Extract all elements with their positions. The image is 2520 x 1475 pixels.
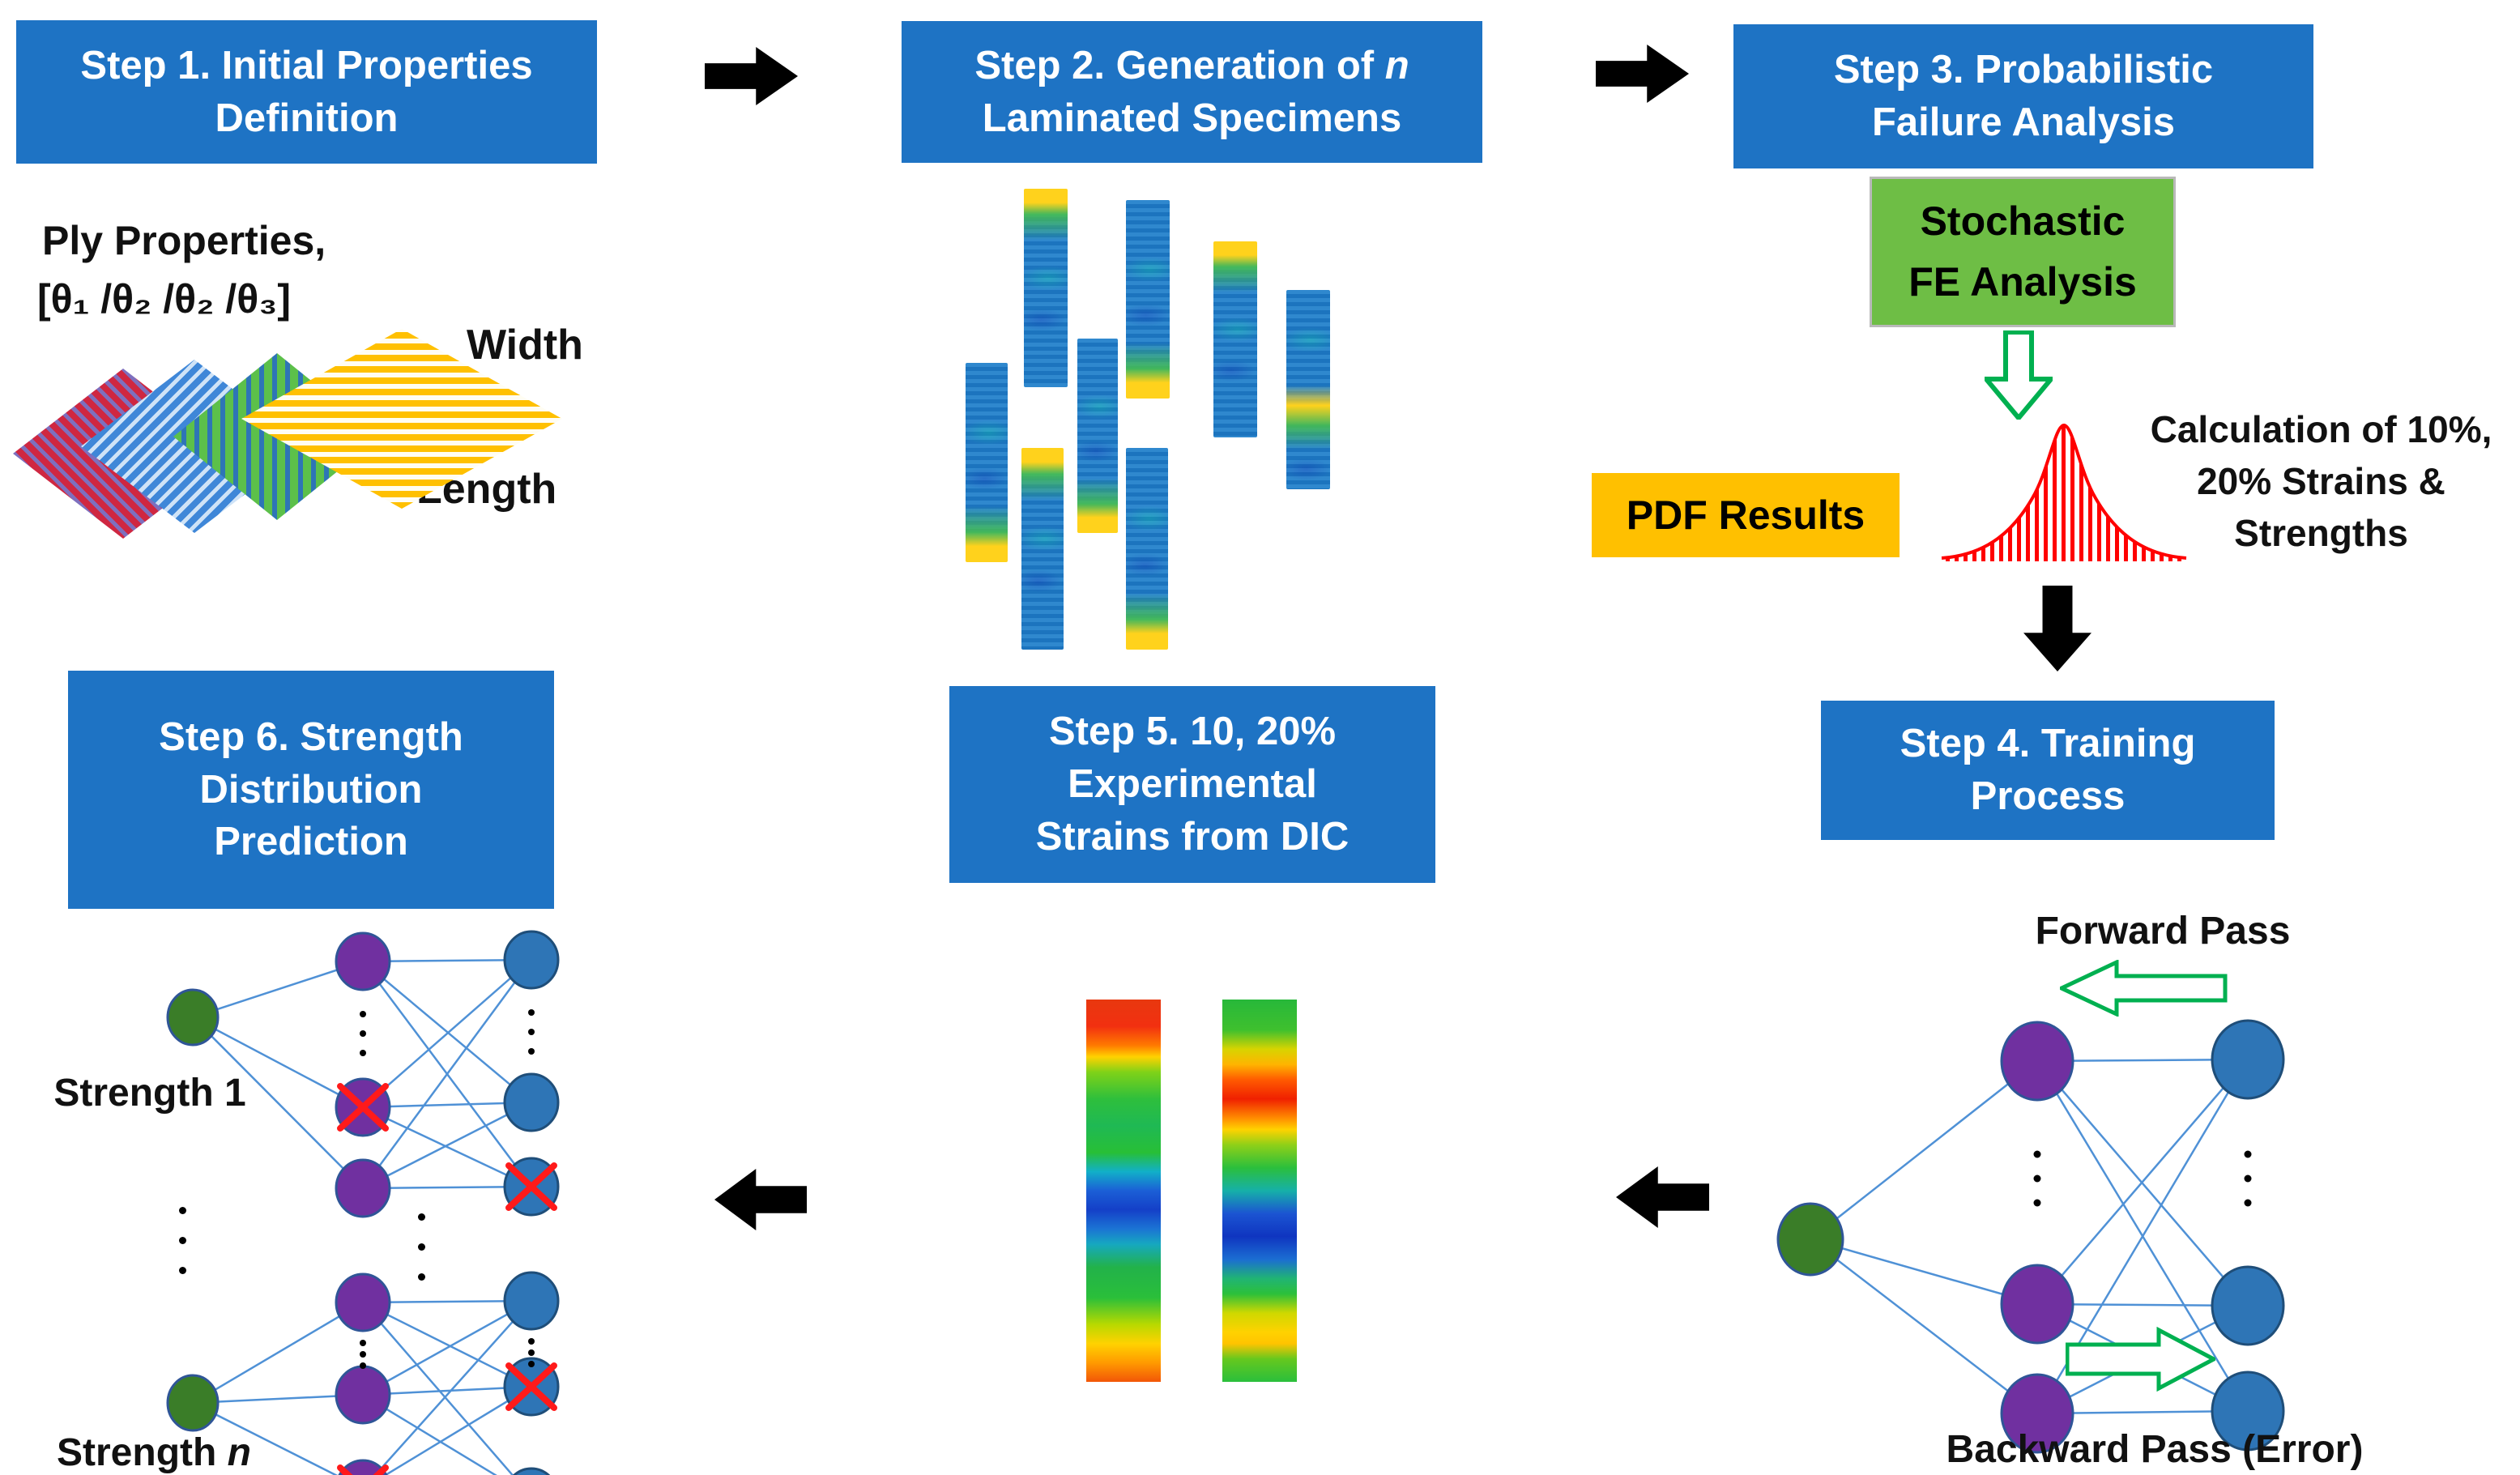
hidden-node — [335, 931, 391, 991]
specimen-strip — [1126, 448, 1168, 650]
ply-properties-text: Ply Properties, — [42, 218, 326, 263]
step6-title-line1: Step 6. Strength — [159, 714, 463, 759]
step2-title-line2: Laminated Specimens — [982, 96, 1402, 140]
ellipsis-dots — [360, 1338, 535, 1369]
output-node — [2211, 1371, 2285, 1452]
arrow-left-step4-to-step5-icon — [1616, 1166, 1709, 1228]
prediction-network-top — [166, 930, 560, 1218]
calc-line3: Strengths — [2234, 512, 2408, 554]
specimen-strip — [1126, 200, 1170, 399]
step2-title-pre: Step 2. Generation of — [974, 43, 1385, 87]
stochastic-line2: FE Analysis — [1908, 259, 2137, 305]
step4-title-line1: Step 4. Training — [1900, 722, 2196, 766]
vertical-ellipsis-left — [179, 1207, 186, 1274]
pdf-results-label: PDF Results — [1626, 492, 1865, 538]
step5-title-line1: Step 5. 10, 20% — [1048, 710, 1337, 754]
step3-box: Step 3. Probabilistic Failure Analysis — [1733, 24, 2313, 168]
step5-title-line3: Strains from DIC — [1035, 814, 1350, 859]
hidden-node-crossed — [338, 1459, 388, 1475]
green-arrow-down-icon — [1985, 330, 2053, 420]
vertical-ellipsis-middle — [418, 1213, 425, 1281]
arrow-down-to-step4-icon — [2023, 586, 2091, 671]
arrow-right-step1-to-step2-icon — [705, 47, 798, 105]
dic-strain-strip-1 — [1086, 1000, 1161, 1382]
step6-title-line2: Distribution — [199, 767, 423, 812]
step6-title-line3: Prediction — [214, 820, 408, 864]
arrow-right-step2-to-step3-icon — [1596, 45, 1689, 103]
step5-box: Step 5. 10, 20% Experimental Strains fro… — [949, 686, 1435, 883]
step1-title-line1: Step 1. Initial Properties — [80, 43, 533, 87]
input-node — [1776, 1202, 1844, 1277]
input-node — [166, 1374, 220, 1432]
pdf-curve — [1941, 423, 2187, 561]
dropout-x-icon — [337, 1083, 557, 1211]
specimen-strip — [1077, 339, 1118, 533]
step2-box: Step 2. Generation of n Laminated Specim… — [902, 21, 1482, 163]
step4-title-line2: Process — [1970, 774, 2126, 818]
hidden-node — [335, 1273, 391, 1332]
ply-layup-text: [θ₁ /θ₂ /θ₂ /θ₃] — [37, 276, 291, 322]
green-arrow-left-icon — [2060, 960, 2228, 1017]
ellipsis-dots — [2033, 1150, 2252, 1207]
strengthn-label: Strength n — [32, 1430, 275, 1475]
strength1-label: Strength 1 — [53, 1072, 246, 1115]
strengthn-pre: Strength — [57, 1431, 228, 1474]
output-node — [512, 1467, 551, 1475]
calc-line2: 20% Strains & — [2197, 460, 2445, 502]
prediction-network-bottom — [166, 1271, 560, 1475]
forward-pass-label: Forward Pass — [2035, 910, 2291, 953]
network-connections — [192, 958, 533, 1190]
calc-line1: Calculation of 10%, — [2150, 408, 2492, 450]
network-connections — [192, 1299, 532, 1475]
hidden-node — [2000, 1264, 2074, 1345]
step3-title-line2: Failure Analysis — [1871, 100, 2175, 144]
output-node — [2211, 1265, 2285, 1346]
backward-pass-label: Backward Pass (Error) — [1946, 1428, 2364, 1471]
pdf-results-box: PDF Results — [1592, 473, 1900, 557]
step2-title-italic-n: n — [1384, 43, 1409, 87]
specimen-strip — [1024, 189, 1068, 387]
step4-box: Step 4. Training Process — [1821, 701, 2275, 840]
arrow-left-step5-to-step6-icon — [714, 1169, 807, 1230]
pdf-curve-fill — [1942, 425, 2186, 561]
green-arrow-right-icon — [2066, 1327, 2215, 1392]
specimen-strip — [1286, 290, 1330, 489]
step5-title-line2: Experimental — [1068, 762, 1317, 807]
hidden-node — [335, 1158, 391, 1218]
strengthn-italic-n: n — [227, 1431, 251, 1474]
pdf-curve-outline — [1941, 423, 2187, 560]
hidden-node — [335, 1365, 391, 1425]
step3-title-line1: Step 3. Probabilistic — [1833, 48, 2214, 92]
ellipsis-dots — [360, 1009, 535, 1056]
stochastic-line1: Stochastic — [1920, 198, 2126, 244]
step6-box: Step 6. Strength Distribution Prediction — [68, 671, 554, 909]
output-node — [503, 1072, 560, 1132]
stochastic-fe-box: Stochastic FE Analysis — [1870, 177, 2176, 327]
step1-box: Step 1. Initial Properties Definition — [16, 20, 597, 164]
hidden-node — [2000, 1021, 2074, 1102]
calculation-text: Calculation of 10%, 20% Strains & Streng… — [2122, 403, 2520, 559]
output-node — [2211, 1019, 2285, 1100]
hidden-node — [2000, 1373, 2074, 1454]
input-node — [166, 988, 220, 1047]
training-network — [1776, 1019, 2285, 1454]
output-node — [503, 930, 560, 990]
specimen-strip — [1021, 448, 1064, 650]
step2-title-line1: Step 2. Generation of n — [902, 40, 1482, 92]
dic-strain-strip-2 — [1222, 1000, 1297, 1382]
output-node — [503, 1271, 560, 1331]
specimen-strip — [966, 363, 1008, 562]
step1-title-line2: Definition — [215, 96, 399, 140]
width-label: Width — [467, 322, 583, 369]
specimen-strip — [1213, 241, 1257, 437]
